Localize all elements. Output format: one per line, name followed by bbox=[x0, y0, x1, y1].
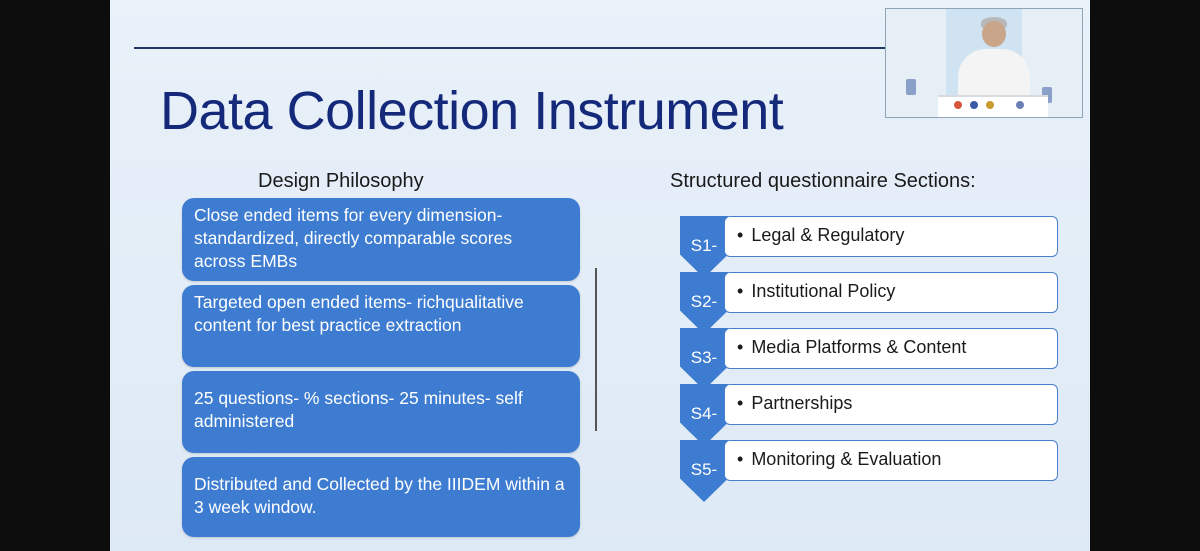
philosophy-box: Targeted open ended items- richqualitati… bbox=[182, 285, 580, 367]
bullet-glyph: • bbox=[737, 337, 744, 357]
section-label: Legal & Regulatory bbox=[751, 225, 905, 245]
design-philosophy-heading: Design Philosophy bbox=[258, 170, 424, 192]
video-backdrop-left bbox=[886, 9, 946, 117]
questionnaire-heading: Structured questionnaire Sections: bbox=[670, 170, 976, 192]
philosophy-box: 25 questions- % sections- 25 minutes- se… bbox=[182, 371, 580, 453]
section-code: S2- bbox=[690, 292, 718, 311]
bullet-glyph: • bbox=[737, 281, 744, 301]
podium-emblem bbox=[986, 101, 994, 109]
top-rule-divider bbox=[134, 47, 894, 49]
philosophy-text: Close ended items for every dimension- s… bbox=[194, 205, 513, 271]
section-item: • Partnerships bbox=[724, 384, 1058, 425]
section-code: S3- bbox=[690, 348, 718, 367]
section-item: • Legal & Regulatory bbox=[724, 216, 1058, 257]
bullet-glyph: • bbox=[737, 393, 744, 413]
podium-emblem bbox=[1016, 101, 1024, 109]
philosophy-box: Distributed and Collected by the IIIDEM … bbox=[182, 457, 580, 537]
column-divider bbox=[595, 268, 597, 431]
bullet-glyph: • bbox=[737, 225, 744, 245]
section-item: • Monitoring & Evaluation bbox=[724, 440, 1058, 481]
philosophy-box: Close ended items for every dimension- s… bbox=[182, 198, 580, 281]
section-item: • Media Platforms & Content bbox=[724, 328, 1058, 369]
philosophy-text: 25 questions- % sections- 25 minutes- se… bbox=[194, 388, 523, 431]
section-label: Institutional Policy bbox=[751, 281, 896, 301]
section-code: S4- bbox=[690, 404, 718, 423]
podium-emblem bbox=[970, 101, 978, 109]
backdrop-logo bbox=[906, 79, 916, 95]
podium-emblem bbox=[954, 101, 962, 109]
speaker-video-thumbnail bbox=[885, 8, 1083, 118]
section-label: Media Platforms & Content bbox=[751, 337, 967, 357]
speaker-head bbox=[982, 21, 1006, 47]
bullet-glyph: • bbox=[737, 449, 744, 469]
philosophy-text: Targeted open ended items- richqualitati… bbox=[194, 292, 524, 335]
philosophy-text: Distributed and Collected by the IIIDEM … bbox=[194, 474, 565, 517]
speaker-figure bbox=[958, 49, 1030, 99]
section-code: S5- bbox=[690, 460, 718, 479]
section-code: S1- bbox=[690, 236, 718, 255]
slide-title: Data Collection Instrument bbox=[160, 81, 784, 141]
section-item: • Institutional Policy bbox=[724, 272, 1058, 313]
section-label: Partnerships bbox=[751, 393, 853, 413]
presentation-slide: Data Collection Instrument Design Philos… bbox=[110, 0, 1090, 551]
section-label: Monitoring & Evaluation bbox=[751, 449, 942, 469]
